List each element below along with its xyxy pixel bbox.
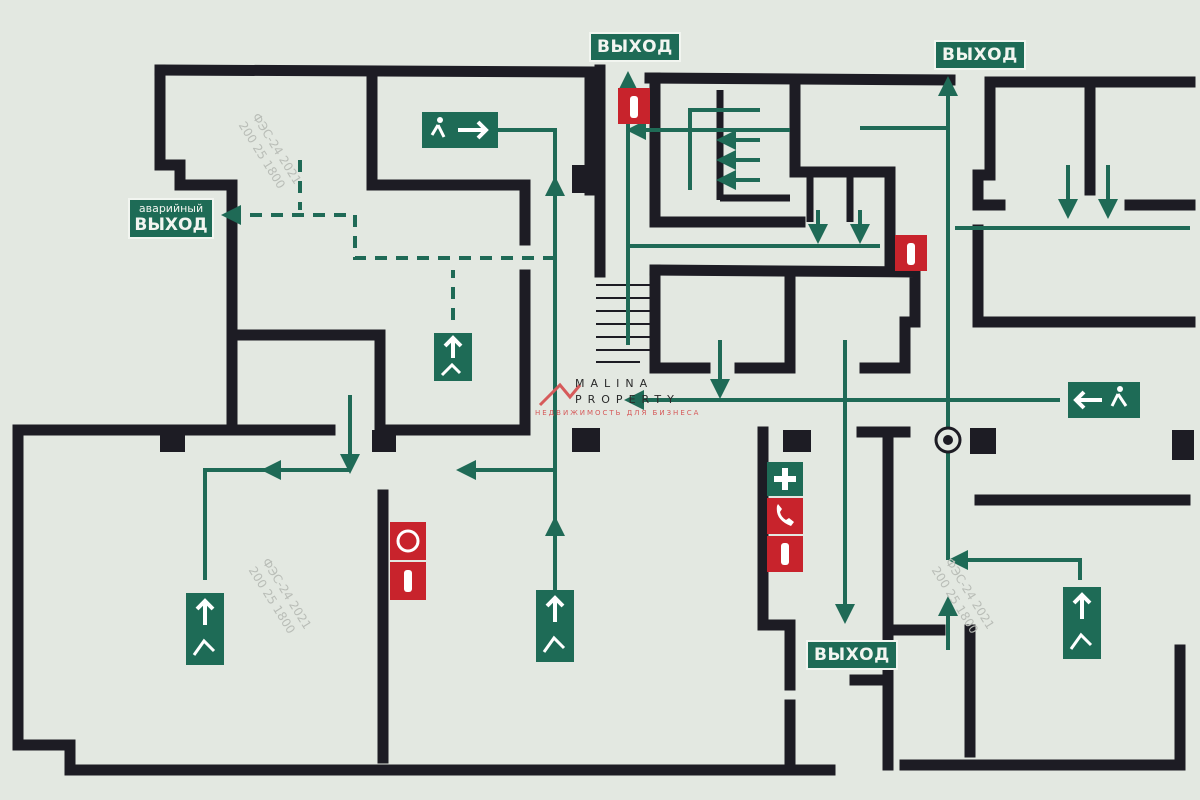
watermark-name2: PROPERTY xyxy=(575,393,680,406)
fire-extinguisher-icon xyxy=(390,562,426,600)
watermark-logo-icon xyxy=(538,382,582,407)
evacuation-routes xyxy=(203,71,1190,650)
exit-direction-sign xyxy=(422,112,498,148)
first-aid-icon xyxy=(767,462,803,496)
exit-up-sign xyxy=(1063,587,1101,659)
emergency-exit-small-label: аварийный xyxy=(138,202,204,215)
emergency-exit-sign: аварийный ВЫХОД xyxy=(128,198,214,239)
phone-icon xyxy=(767,498,803,534)
walls xyxy=(12,64,1196,776)
exit-sign-top-center: ВЫХОД xyxy=(589,32,681,62)
exit-up-sign xyxy=(434,333,472,381)
exit-up-sign xyxy=(536,590,574,662)
exit-direction-sign xyxy=(1068,382,1140,418)
exit-up-sign xyxy=(186,593,224,665)
emergency-exit-label: ВЫХОД xyxy=(134,215,208,235)
fire-extinguisher-icon xyxy=(895,235,927,271)
watermark-name: MALINA xyxy=(575,377,654,390)
exit-sign-bottom-center: ВЫХОД xyxy=(806,640,898,670)
staircase xyxy=(596,284,655,363)
watermark-tagline: НЕДВИЖИМОСТЬ ДЛЯ БИЗНЕСА xyxy=(535,409,701,417)
fire-extinguisher-icon xyxy=(767,536,803,572)
fire-extinguisher-icon xyxy=(618,88,650,124)
assembly-point-icon xyxy=(934,426,962,454)
fire-hose-icon xyxy=(390,522,426,560)
exit-sign-top-right: ВЫХОД xyxy=(934,40,1026,70)
